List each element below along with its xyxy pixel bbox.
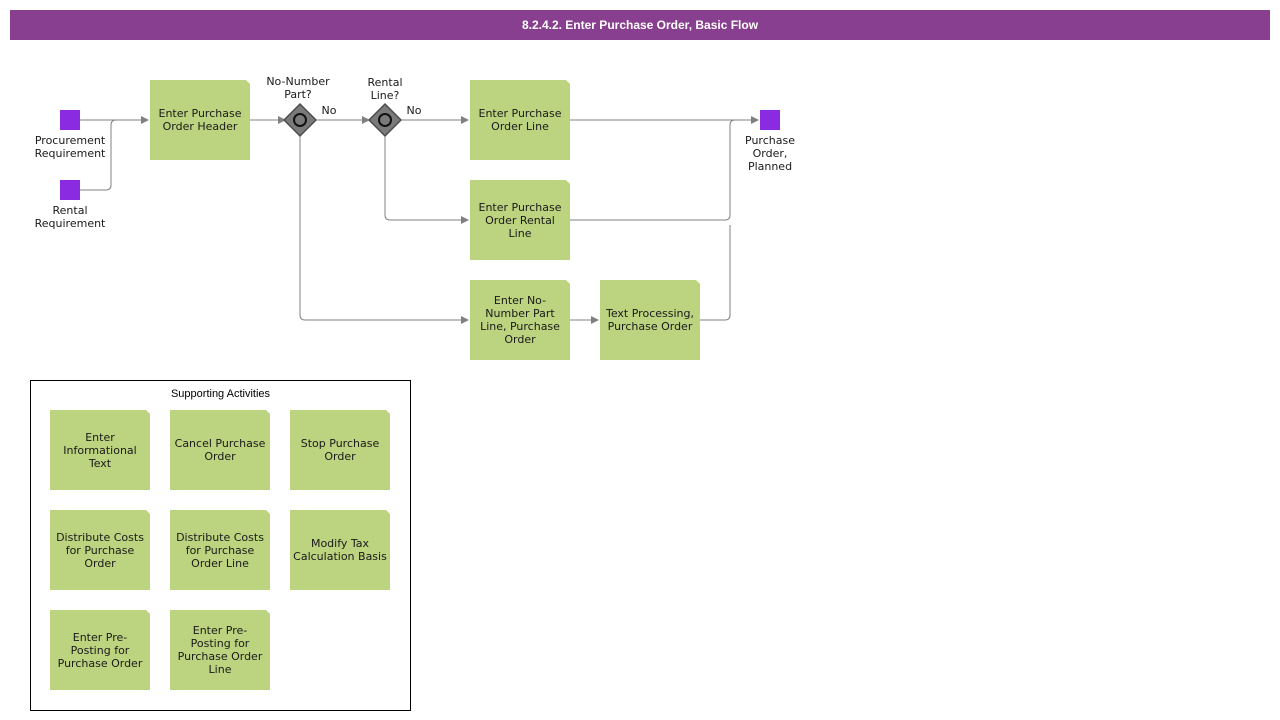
connector-gateway1-to-no-number (299, 135, 469, 324)
page-title: 8.2.4.2. Enter Purchase Order, Basic Flo… (10, 10, 1270, 40)
activity-label: Enter Pre-Posting for Purchase Order Lin… (177, 624, 263, 676)
activity-label: Enter No-Number Part Line, Purchase Orde… (480, 294, 560, 346)
activity-label: Stop Purchase Order (300, 437, 380, 463)
supporting-activities-title: Supporting Activities (170, 388, 271, 400)
gateway-rental-line (368, 103, 402, 137)
activity-label: Text Processing, Purchase Order (606, 307, 694, 333)
connector-gateway2-to-rental-line (384, 135, 469, 224)
activity-label: Enter Purchase Order Line (478, 107, 562, 133)
support-stop-purchase-order[interactable]: Stop Purchase Order (290, 410, 390, 490)
activity-label: Modify Tax Calculation Basis (293, 537, 387, 563)
supporting-activities-panel: Supporting Activities Enter Informationa… (30, 380, 411, 711)
support-enter-informational-text[interactable]: Enter Informational Text (50, 410, 150, 490)
activity-label: Enter Informational Text (63, 430, 137, 470)
activity-label: Enter Purchase Order Header (158, 107, 242, 133)
activity-enter-po-line[interactable]: Enter Purchase Order Line (470, 80, 570, 160)
purchase-order-planned-label: Purchase Order, Planned (745, 134, 795, 173)
activity-label: Enter Pre-Posting for Purchase Order (57, 630, 143, 670)
rental-requirement-event[interactable] (60, 180, 80, 200)
connector-text-to-end (700, 225, 731, 321)
connector-rental-line-to-end (570, 119, 736, 221)
activity-label: Distribute Costs for Purchase Order Line (176, 530, 264, 570)
rental-requirement-label: Rental Requirement (34, 204, 106, 230)
activity-label: Cancel Purchase Order (174, 437, 266, 463)
activity-label: Enter Purchase Order Rental Line (478, 200, 562, 240)
activity-enter-no-number-part-line[interactable]: Enter No-Number Part Line, Purchase Orde… (470, 280, 570, 360)
support-enter-pre-posting-po-line[interactable]: Enter Pre-Posting for Purchase Order Lin… (170, 610, 270, 690)
gateway-no-number (283, 103, 317, 137)
procurement-requirement-event[interactable] (60, 110, 80, 130)
support-enter-pre-posting-po[interactable]: Enter Pre-Posting for Purchase Order (50, 610, 150, 690)
procurement-requirement-label: Procurement Requirement (34, 134, 106, 160)
support-distribute-costs-po[interactable]: Distribute Costs for Purchase Order (50, 510, 150, 590)
activity-enter-po-header[interactable]: Enter Purchase Order Header (150, 80, 250, 160)
support-cancel-purchase-order[interactable]: Cancel Purchase Order (170, 410, 270, 490)
gateway-no-number-branch-label: No (321, 104, 337, 117)
activity-enter-po-rental-line[interactable]: Enter Purchase Order Rental Line (470, 180, 570, 260)
support-modify-tax-calculation-basis[interactable]: Modify Tax Calculation Basis (290, 510, 390, 590)
gateway-rental-line-branch-label: No (406, 104, 422, 117)
activity-label: Distribute Costs for Purchase Order (56, 530, 144, 570)
activity-text-processing[interactable]: Text Processing, Purchase Order (600, 280, 700, 360)
connector-rental-to-header (80, 119, 117, 191)
purchase-order-planned-event[interactable] (760, 110, 780, 130)
gateway-rental-line-label: Rental Line? (367, 76, 403, 102)
gateway-no-number-label: No-Number Part? (266, 75, 330, 101)
support-distribute-costs-po-line[interactable]: Distribute Costs for Purchase Order Line (170, 510, 270, 590)
